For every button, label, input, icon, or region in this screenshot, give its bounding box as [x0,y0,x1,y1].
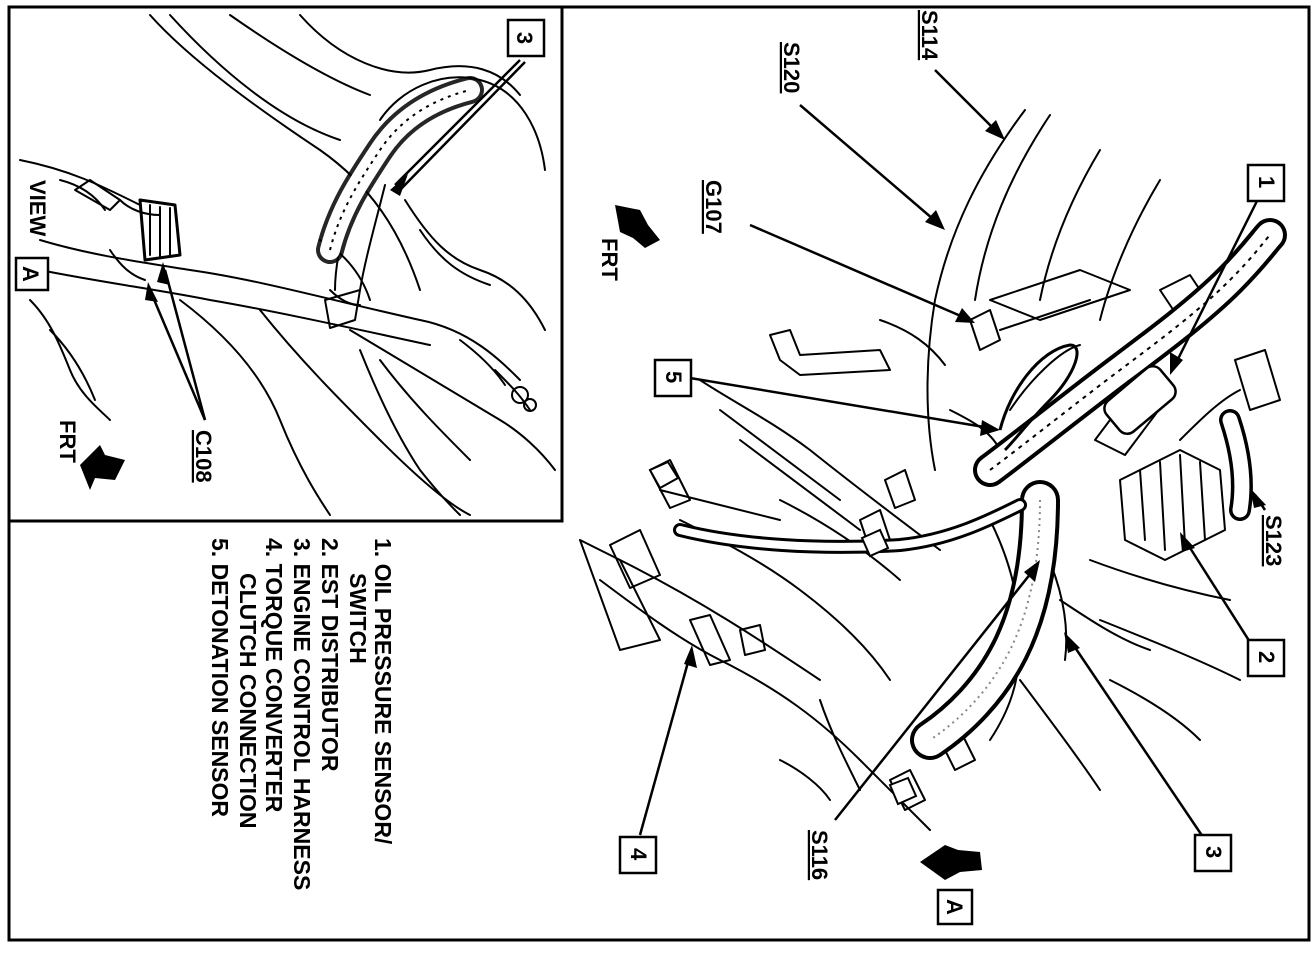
callout-label-3: 3 [1201,846,1226,858]
callout-label-5: 5 [661,371,686,383]
legend-item-3: 3. ENGINE CONTROL HARNESS [289,538,315,890]
view-a-callout-label: 3 [512,32,537,44]
splice-label-s123: S123 [1261,515,1286,566]
main-frt-label: FRT [597,238,622,281]
view-a-letter-box [14,256,50,292]
splice-label-s114: S114 [917,10,942,61]
callout-box-3 [1193,833,1233,873]
oil-pressure-sensor-body [1103,365,1177,435]
main-leader-lines [638,69,1267,841]
legend: 1. OIL PRESSURE SENSOR/ SWITCH 2. EST DI… [207,538,396,890]
view-a-letter: A [18,266,43,282]
callout-box-2 [1246,638,1286,678]
legend-item-4-cont: CLUTCH CONNECTION [235,573,261,829]
legend-item-5: 5. DETONATION SENSOR [207,538,233,817]
main-arrowheads [684,120,1266,668]
main-harness-lower-inner [914,484,1056,756]
main-view-a-letter: A [942,899,967,915]
splice-label-s116: S116 [807,830,832,880]
view-a-leader-lines [148,59,526,421]
ground-label-g107: G107 [701,180,726,234]
callout-box-1 [1246,163,1286,203]
view-a-arrow-icon [920,845,982,880]
main-harness-left-inner [676,501,1024,551]
callout-label-4: 4 [626,848,651,861]
legend-item-1: 1. OIL PRESSURE SENSOR/ [370,538,396,845]
main-harness-right-inner [1222,412,1250,518]
main-engine-artwork [579,109,1281,831]
legend-item-4: 4. TORQUE CONVERTER [261,538,287,813]
view-a-frt-arrow-icon [80,445,125,490]
callout-label-2: 2 [1254,651,1279,663]
callout-box-5 [653,358,693,398]
view-a-connector-label: C108 [191,430,216,483]
view-a-frame [7,5,564,523]
view-a-arrowheads [145,174,408,302]
main-harness-upper-stripe [989,234,1271,471]
splice-label-s120: S120 [779,42,804,93]
legend-item-2: 2. EST DISTRIBUTOR [317,538,343,772]
main-view-a-box [936,888,974,926]
detonation-sensor-loop [998,343,1079,452]
view-a-frt-label: FRT [55,420,80,463]
view-a-title: VIEW [25,180,50,236]
callout-label-1: 1 [1254,176,1279,188]
main-frt-arrow-icon [615,205,660,248]
view-a-callout-box [506,18,546,58]
callout-box-4 [618,835,658,875]
legend-item-1-cont: SWITCH [345,573,371,664]
view-a-harness-stripe [329,89,471,251]
bolts [648,460,918,806]
